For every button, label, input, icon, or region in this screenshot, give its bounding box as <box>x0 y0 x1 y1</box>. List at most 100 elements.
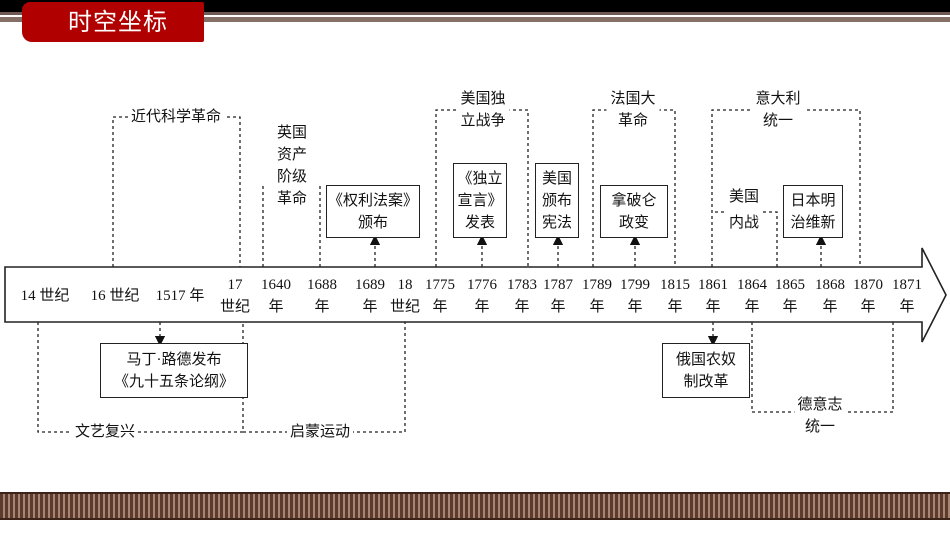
text: 统一 <box>762 113 794 129</box>
tick-unit: 年 <box>744 299 760 315</box>
label-enlightenment: 启蒙运动 <box>286 422 354 442</box>
tick-unit: 年 <box>550 299 566 315</box>
text: 美国独 <box>460 91 506 107</box>
text: 美国 <box>541 170 572 187</box>
timeline-tick: 1688 年 <box>304 274 340 318</box>
tick-label: 1815 <box>660 277 690 293</box>
box-declaration: 《独立宣言》发表 <box>453 163 507 238</box>
text: 宣言》 <box>457 192 503 209</box>
tick-label: 17 <box>227 277 243 293</box>
timeline-tick: 14 世纪 <box>15 285 75 307</box>
timeline-tick: 1861 年 <box>695 274 731 318</box>
text: 《独立 <box>457 170 503 187</box>
tick-unit: 年 <box>589 299 605 315</box>
tick-unit: 年 <box>268 299 284 315</box>
timeline-tick: 1864 年 <box>734 274 770 318</box>
text: 马丁·路德发布 <box>126 351 222 368</box>
timeline-tick: 16 世纪 <box>85 285 145 307</box>
tick-unit: 年 <box>667 299 683 315</box>
timeline-tick: 1789 年 <box>579 274 615 318</box>
box-luther: 马丁·路德发布《九十五条论纲》 <box>100 343 248 398</box>
timeline-tick: 1775 年 <box>422 274 458 318</box>
text: 日本明 <box>790 192 836 209</box>
text: 意大利 <box>755 91 801 107</box>
box-meiji: 日本明治维新 <box>783 185 843 238</box>
tick-unit: 年 <box>362 299 378 315</box>
timeline-arrow <box>4 247 947 343</box>
tick-label: 1776 <box>467 277 497 293</box>
text: 内战 <box>728 215 760 231</box>
tick-unit: 年 <box>514 299 530 315</box>
tick-unit: 年 <box>782 299 798 315</box>
label-renaissance: 文艺复兴 <box>71 422 139 442</box>
header-rule <box>0 12 950 22</box>
box-napoleon: 拿破仑政变 <box>600 185 668 238</box>
tick-label: 1789 <box>582 277 612 293</box>
timeline-tick: 1787 年 <box>540 274 576 318</box>
timeline-tick: 1640 年 <box>258 274 294 318</box>
text: 革命 <box>617 113 649 129</box>
label-scientific-revolution: 近代科学革命 <box>127 107 225 127</box>
timeline-tick: 1689 年 <box>352 274 388 318</box>
timeline-tick: 1799 年 <box>617 274 653 318</box>
timeline-tick: 1868 年 <box>812 274 848 318</box>
timeline-tick: 1517 年 <box>150 285 210 307</box>
tick-label: 1871 <box>892 277 922 293</box>
text: 德意志 <box>797 397 843 413</box>
text: 统一 <box>804 419 836 435</box>
text: 拿破仑 <box>611 192 657 209</box>
tick-label: 1688 <box>307 277 337 293</box>
tick-label: 1799 <box>620 277 650 293</box>
text: 立战争 <box>460 113 506 129</box>
label-germany-unification: 德意志统一 <box>794 394 846 438</box>
tick-unit: 年 <box>314 299 330 315</box>
text: 《权利法案》 <box>327 192 418 209</box>
footer-band <box>0 492 950 520</box>
label-italy-unification: 意大利统一 <box>751 88 805 132</box>
tick-label: 1517 年 <box>155 288 205 304</box>
tick-unit: 世纪 <box>219 299 250 315</box>
tick-label: 1783 <box>507 277 537 293</box>
tick-label: 1861 <box>698 277 728 293</box>
box-bill-of-rights: 《权利法案》颁布 <box>326 185 420 238</box>
page-title: 时空坐标 <box>22 2 204 42</box>
tick-label: 1689 <box>355 277 385 293</box>
label-french-revolution: 法国大革命 <box>606 88 660 132</box>
text: 发表 <box>464 214 495 231</box>
text: 治维新 <box>790 214 836 231</box>
tick-label: 16 世纪 <box>90 288 140 304</box>
tick-label: 18 <box>397 277 413 293</box>
tick-unit: 年 <box>899 299 915 315</box>
tick-label: 1640 <box>261 277 291 293</box>
timeline-tick: 1870 年 <box>850 274 886 318</box>
tick-label: 1870 <box>853 277 883 293</box>
tick-label: 1864 <box>737 277 767 293</box>
text: 制改革 <box>683 373 729 390</box>
header-bar <box>0 0 950 12</box>
tick-label: 1868 <box>815 277 845 293</box>
timeline-tick: 1783 年 <box>504 274 540 318</box>
timeline-tick: 1815 年 <box>657 274 693 318</box>
tick-label: 14 世纪 <box>20 288 70 304</box>
text: 俄国农奴 <box>675 351 736 368</box>
tick-unit: 世纪 <box>389 299 420 315</box>
tick-label: 1787 <box>543 277 573 293</box>
text: 《九十五条论纲》 <box>113 373 234 390</box>
tick-unit: 年 <box>822 299 838 315</box>
tick-label: 1775 <box>425 277 455 293</box>
tick-unit: 年 <box>432 299 448 315</box>
label-us-civil-war: 美国内战 <box>726 184 762 236</box>
tick-unit: 年 <box>860 299 876 315</box>
text: 宪法 <box>541 214 572 231</box>
label-english-revolution: 英国资产阶级革命 <box>275 122 309 210</box>
tick-unit: 年 <box>627 299 643 315</box>
box-constitution: 美国颁布宪法 <box>535 163 579 238</box>
tick-unit: 年 <box>705 299 721 315</box>
box-russia-reform: 俄国农奴制改革 <box>662 343 750 398</box>
timeline-tick: 17 世纪 <box>217 274 253 318</box>
text: 颁布 <box>357 214 388 231</box>
text: 法国大 <box>610 91 656 107</box>
